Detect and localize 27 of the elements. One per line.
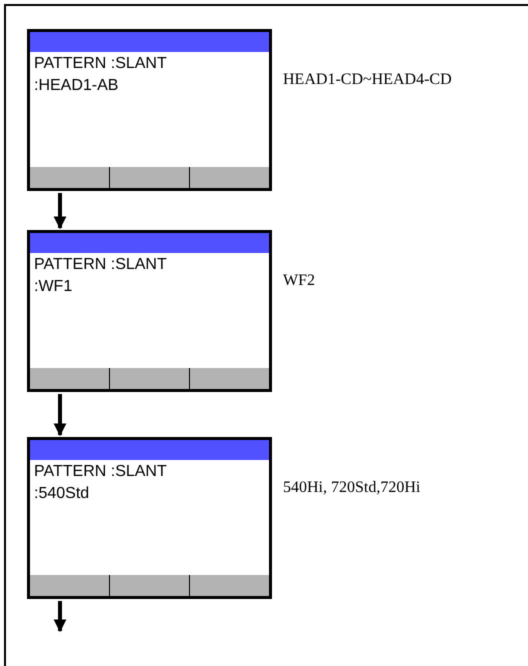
screen-text: :540Std bbox=[34, 484, 90, 504]
title-bar bbox=[30, 32, 269, 52]
screen-display bbox=[27, 29, 272, 191]
title-bar bbox=[30, 440, 269, 460]
function-key bbox=[30, 368, 109, 389]
screen-display bbox=[27, 437, 272, 599]
option-note: 540Hi, 720Std,720Hi bbox=[283, 478, 420, 498]
title-bar bbox=[30, 233, 269, 253]
screen-text: PATTERN :SLANT bbox=[34, 255, 167, 275]
arrow bbox=[54, 193, 66, 230]
function-key bbox=[190, 575, 269, 596]
function-key bbox=[30, 167, 109, 188]
option-note: HEAD1-CD~HEAD4-CD bbox=[283, 70, 452, 90]
arrow bbox=[54, 601, 66, 632]
function-key bbox=[30, 575, 109, 596]
screen-text: :HEAD1-AB bbox=[34, 76, 118, 96]
screen-text: :WF1 bbox=[34, 277, 72, 297]
arrow bbox=[54, 394, 66, 436]
function-key bbox=[190, 368, 269, 389]
function-key bbox=[110, 368, 189, 389]
screen-text: PATTERN :SLANT bbox=[34, 54, 167, 74]
function-key bbox=[110, 575, 189, 596]
function-key bbox=[110, 167, 189, 188]
screen-text: PATTERN :SLANT bbox=[34, 462, 167, 482]
option-note: WF2 bbox=[283, 271, 315, 291]
function-key bbox=[190, 167, 269, 188]
screen-display bbox=[27, 230, 272, 392]
